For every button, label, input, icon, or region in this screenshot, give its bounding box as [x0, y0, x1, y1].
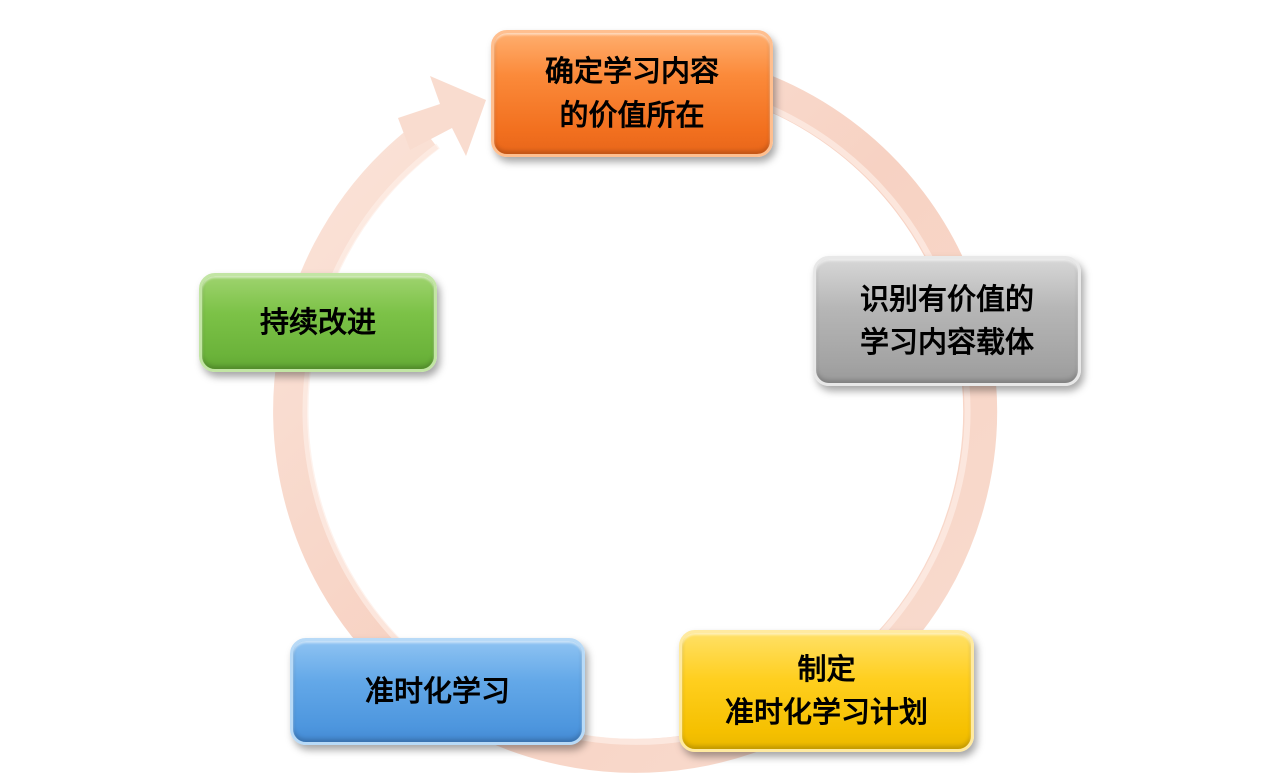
step-label: 学习内容载体 — [859, 325, 1034, 359]
step-label: 识别有价值的 — [859, 281, 1034, 316]
step-box-continuous-improvement: 持续改进 — [199, 273, 437, 372]
cycle-arrowhead-icon — [398, 76, 486, 156]
step-box-identify-carriers: 识别有价值的 学习内容载体 — [813, 256, 1081, 386]
step-box-make-jit-plan: 制定 准时化学习计划 — [679, 630, 974, 752]
step-box-jit-learning: 准时化学习 — [290, 638, 585, 745]
step-label: 持续改进 — [259, 304, 376, 339]
step-label: 的价值所在 — [559, 97, 705, 132]
step-label: 准时化学习计划 — [724, 695, 928, 729]
step-label: 确定学习内容 — [544, 54, 719, 88]
step-box-determine-value: 确定学习内容 的价值所在 — [491, 30, 773, 157]
step-label: 准时化学习 — [364, 673, 510, 708]
step-label: 制定 — [797, 651, 856, 686]
